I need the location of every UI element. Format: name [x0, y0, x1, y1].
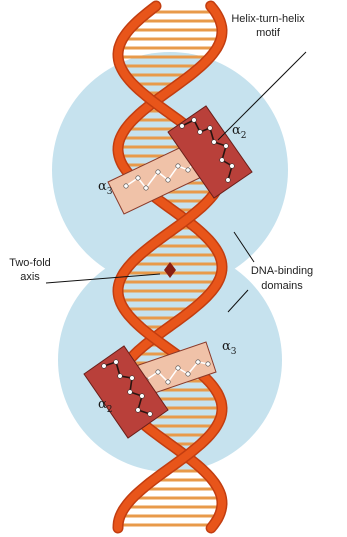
- domains-label-line1: DNA-binding: [251, 265, 313, 277]
- motif-label-line1: Helix-turn-helix: [231, 13, 305, 25]
- axis-label-line2: axis: [20, 271, 40, 283]
- domains-label-line2: domains: [261, 280, 303, 292]
- motif-label-line2: motif: [256, 27, 281, 39]
- axis-label-line1: Two-fold: [9, 257, 51, 269]
